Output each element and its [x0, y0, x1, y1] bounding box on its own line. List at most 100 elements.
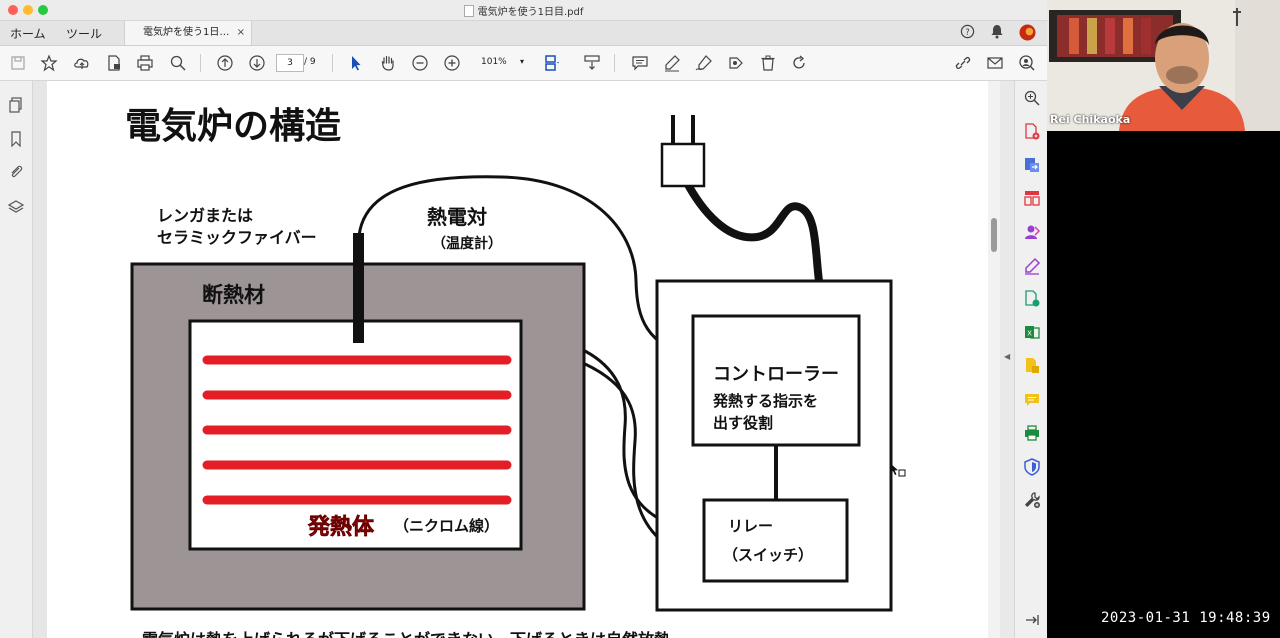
document-icon — [463, 5, 474, 17]
main-toolbar: 3 / 9 101% ▾ — [0, 46, 1047, 81]
label-thermometer: （温度計） — [432, 235, 502, 252]
export-excel-icon[interactable]: X — [1023, 323, 1041, 341]
layers-icon[interactable] — [7, 199, 25, 215]
close-window-button[interactable] — [8, 5, 18, 15]
cursor-resize-handle — [898, 469, 906, 477]
help-icon[interactable]: ? — [960, 24, 975, 42]
request-signature-icon[interactable] — [1023, 223, 1041, 241]
account-search-icon[interactable] — [1018, 54, 1036, 72]
upload-cloud-icon[interactable] — [73, 54, 91, 72]
zoom-out-icon[interactable] — [411, 54, 429, 72]
notification-bell-icon[interactable] — [990, 24, 1004, 42]
edit-pdf-icon[interactable] — [1023, 290, 1041, 308]
share-link-icon[interactable] — [954, 54, 972, 72]
next-page-icon[interactable] — [248, 54, 266, 72]
comment-icon[interactable] — [631, 54, 649, 72]
comment-tool-icon[interactable] — [1023, 391, 1041, 409]
mouse-cursor — [890, 463, 898, 475]
page-title: 電気炉の構造 — [125, 106, 341, 147]
label-nichrome: （ニクロム線） — [394, 517, 499, 535]
heater-wire — [584, 349, 706, 535]
label-relay: リレー — [728, 517, 773, 535]
protect-file-icon[interactable] — [105, 54, 123, 72]
more-tools-icon[interactable] — [1023, 491, 1041, 509]
label-insulation: 断熱材 — [202, 283, 265, 307]
page-thumbnails-icon[interactable] — [8, 97, 24, 113]
previous-page-icon[interactable] — [216, 54, 234, 72]
title-bar: 電気炉を使う1日目.pdf — [0, 0, 1047, 21]
print-icon[interactable] — [136, 54, 154, 72]
plug-prong — [691, 115, 695, 145]
organize-pages-icon[interactable] — [1023, 189, 1041, 207]
highlight-pen-icon[interactable] — [663, 54, 681, 72]
power-plug — [660, 142, 706, 188]
delete-trash-icon[interactable] — [759, 54, 777, 72]
zoom-level-select[interactable]: 101% ▾ — [476, 54, 528, 70]
collapse-right-pane-icon[interactable]: ◀ — [1004, 352, 1011, 361]
close-tab-button[interactable]: × — [236, 27, 245, 38]
search-zoom-icon[interactable] — [1023, 89, 1041, 107]
stamp-icon[interactable] — [727, 54, 745, 72]
zoom-search-icon[interactable] — [169, 54, 187, 72]
zoom-in-icon[interactable] — [443, 54, 461, 72]
thermocouple-wire — [357, 175, 694, 361]
zoom-level-value: 101% — [481, 57, 507, 67]
plug-prong — [671, 115, 675, 145]
zoom-window-button[interactable] — [38, 5, 48, 15]
pdf-page: 電気炉の構造 レンガまたは セラミックファイバー 熱電対 （温度計） 断熱材 — [47, 81, 988, 638]
fill-sign-icon[interactable] — [1023, 257, 1041, 275]
hand-tool-icon[interactable] — [379, 54, 397, 72]
vertical-scrollbar[interactable] — [988, 81, 1000, 638]
relay-box — [702, 498, 849, 583]
label-heater: 発熱体 — [307, 514, 375, 540]
tab-bar: ホーム ツール 電気炉を使う1日… × ? — [0, 21, 1047, 46]
controller-box — [691, 314, 861, 447]
participant-video-frame — [1047, 0, 1280, 131]
pdf-viewer-window: 電気炉を使う1日目.pdf ホーム ツール 電気炉を使う1日… × ? 3 / … — [0, 0, 1047, 638]
thermocouple-probe — [353, 233, 364, 343]
left-navigation-pane — [0, 81, 33, 638]
bookmarks-icon[interactable] — [8, 131, 24, 148]
tab-document[interactable]: 電気炉を使う1日… × — [124, 21, 252, 45]
rotate-icon[interactable] — [790, 54, 808, 72]
controller-relay-connector — [774, 445, 778, 500]
tab-tools[interactable]: ツール — [66, 27, 103, 41]
export-pdf-icon[interactable] — [1023, 156, 1041, 174]
user-avatar-icon[interactable] — [1019, 24, 1036, 44]
draw-signature-icon[interactable] — [695, 54, 713, 72]
tab-home[interactable]: ホーム — [10, 27, 46, 41]
collapse-panel-icon[interactable] — [1023, 611, 1041, 629]
scrollbar-thumb[interactable] — [991, 218, 997, 252]
power-cord — [682, 177, 823, 285]
protect-shield-icon[interactable] — [1023, 458, 1041, 476]
create-pdf-icon[interactable] — [1023, 123, 1041, 141]
svg-text:?: ? — [965, 27, 969, 37]
scroll-mode-icon[interactable] — [583, 54, 601, 72]
page-layout-icon[interactable] — [543, 54, 561, 72]
right-tools-panel: X — [1014, 81, 1047, 638]
label-brick-line1: レンガまたは — [157, 206, 253, 225]
participant-name: Rei Chikaoka — [1050, 113, 1131, 126]
tab-document-label: 電気炉を使う1日… — [143, 27, 230, 38]
select-arrow-icon[interactable] — [347, 54, 365, 72]
label-brick-line2: セラミックファイバー — [157, 228, 317, 247]
minimize-window-button[interactable] — [23, 5, 33, 15]
document-canvas: 電気炉の構造 レンガまたは セラミックファイバー 熱電対 （温度計） 断熱材 — [33, 81, 988, 638]
participant-video-tile — [1047, 0, 1280, 131]
chevron-down-icon: ▾ — [519, 57, 524, 66]
save-icon[interactable] — [9, 54, 27, 72]
page-total: / 9 — [304, 57, 316, 67]
window-title: 電気炉を使う1日目.pdf — [477, 7, 584, 18]
page-number-input[interactable]: 3 — [276, 54, 304, 72]
print-production-icon[interactable] — [1023, 424, 1041, 442]
compress-pdf-icon[interactable] — [1023, 357, 1041, 375]
label-controller: コントローラー — [713, 364, 839, 385]
label-controller-desc1: 発熱する指示を — [712, 392, 818, 410]
electric-furnace-diagram: 電気炉の構造 レンガまたは セラミックファイバー 熱電対 （温度計） 断熱材 — [125, 106, 906, 638]
bookmark-star-icon[interactable] — [40, 54, 58, 72]
svg-text:X: X — [1027, 330, 1032, 338]
label-thermocouple: 熱電対 — [427, 205, 487, 229]
recording-timestamp: 2023-01-31 19:48:39 — [1101, 610, 1271, 626]
email-icon[interactable] — [986, 54, 1004, 72]
attachments-paperclip-icon[interactable] — [8, 164, 24, 180]
